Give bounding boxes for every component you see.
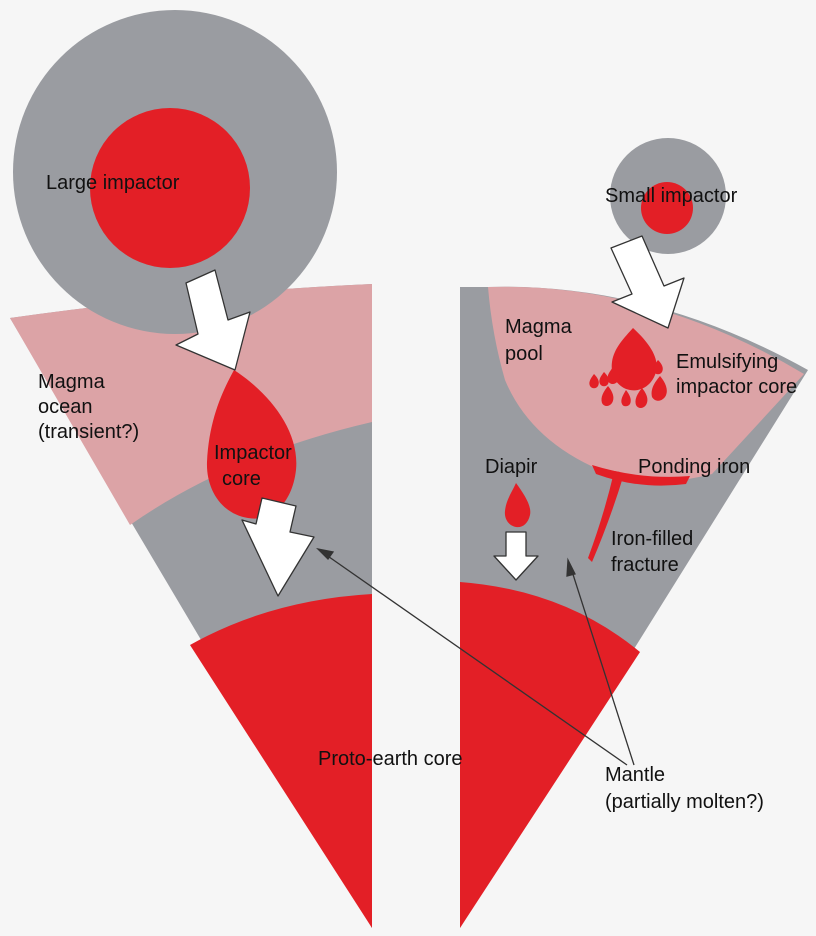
iron-filled-fracture-label-line1: Iron-filled xyxy=(611,528,693,550)
iron-filled-fracture xyxy=(588,472,624,562)
impactor-core-down-arrow xyxy=(241,497,315,597)
large-impactor-arrow xyxy=(175,269,251,371)
ponding-iron xyxy=(592,465,690,486)
right-wedge xyxy=(460,286,808,928)
magma-pool-label-line2: pool xyxy=(505,343,543,365)
large-impactor-label: Large impactor xyxy=(46,172,180,194)
emulsion-droplets xyxy=(589,360,667,408)
small-impactor-arrow xyxy=(610,235,685,329)
mantle-leader-lines xyxy=(316,547,635,766)
impactor-core-label-line2: core xyxy=(222,468,261,490)
emulsion-droplet xyxy=(635,388,648,408)
right-proto-earth-core xyxy=(460,582,640,928)
emulsion-droplet xyxy=(621,390,631,407)
emulsifying-label-line1: Emulsifying xyxy=(676,351,778,373)
emulsifying-label-line2: impactor core xyxy=(676,376,797,398)
large-impactor xyxy=(13,10,337,334)
small-impactor xyxy=(610,138,726,254)
emulsion-droplet xyxy=(599,372,609,387)
mantle-leader-right xyxy=(569,564,635,766)
emulsion-droplet xyxy=(601,386,614,406)
mantle-leader-left-head xyxy=(316,547,335,561)
ponding-iron-label: Ponding iron xyxy=(638,456,750,478)
emulsion-droplet xyxy=(589,374,599,389)
iron-filled-fracture-label-line2: fracture xyxy=(611,554,679,576)
left-wedge xyxy=(10,284,372,928)
proto-earth-core-label: Proto-earth core xyxy=(318,748,463,770)
emulsion-droplet xyxy=(653,360,663,375)
mantle-label-line1: Mantle xyxy=(605,764,665,786)
impactor-core-label-line1: Impactor xyxy=(214,442,292,464)
mantle-label-line2: (partially molten?) xyxy=(605,791,764,813)
magma-ocean-label-line1: Magma xyxy=(38,371,106,393)
large-impactor-core xyxy=(90,108,250,268)
fracture-branch xyxy=(596,468,620,476)
diapir-down-arrow xyxy=(493,531,539,581)
small-impactor-label: Small impactor xyxy=(605,185,738,207)
left-proto-earth-core xyxy=(190,594,372,928)
emulsion-droplet xyxy=(607,366,620,384)
emulsifying-core-drop xyxy=(611,328,657,391)
small-impactor-core xyxy=(641,182,693,234)
left-impactor-core-drop xyxy=(206,370,297,519)
left-magma-ocean xyxy=(10,284,372,525)
magma-ocean-label-line3: (transient?) xyxy=(38,421,139,443)
diapir-drop xyxy=(504,483,531,528)
magma-ocean-label-line2: ocean xyxy=(38,396,93,418)
emulsion-droplet xyxy=(651,376,667,401)
mantle-leader-right-head xyxy=(566,557,576,577)
diapir-label: Diapir xyxy=(485,456,538,478)
mantle-leader-left xyxy=(321,551,628,766)
magma-pool-label-line1: Magma xyxy=(505,316,573,338)
labels: Large impactor Small impactor Magma ocea… xyxy=(38,172,797,813)
